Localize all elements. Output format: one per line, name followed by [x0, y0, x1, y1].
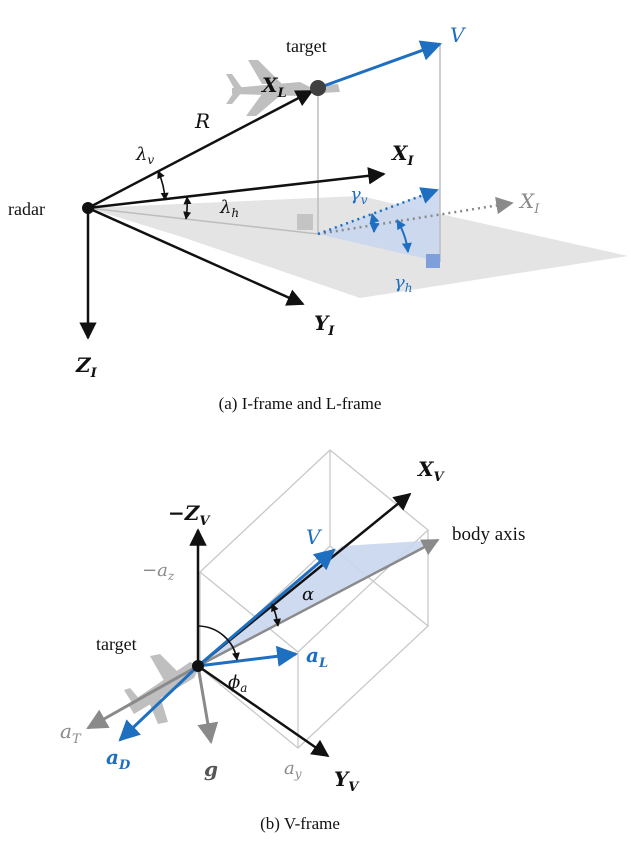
lambda-h-label: λh: [219, 197, 239, 220]
drag-accel-vector: [118, 664, 200, 742]
al-label: aL: [306, 643, 328, 671]
caption-b: (b) V-frame: [260, 814, 340, 833]
target-label-a: target: [286, 36, 327, 56]
target-point: [310, 80, 326, 96]
gamma-h-label: γh: [394, 272, 413, 295]
at-label: aT: [60, 719, 82, 747]
velocity-vector: [317, 40, 442, 90]
ay-label: ay: [284, 758, 302, 781]
right-angle-marker-blue: [426, 254, 440, 268]
radar-label: radar: [8, 199, 45, 219]
range-label: R: [194, 109, 210, 133]
phi-a-arc: [197, 625, 240, 661]
g-label: g: [204, 757, 218, 781]
xi-upper-label: XI: [390, 141, 415, 169]
body-axis-label: body axis: [452, 524, 525, 545]
figure-b: −ZV XV V body axis −az α target aL ϕa aT…: [60, 449, 525, 833]
minus-az-label: −az: [142, 560, 175, 583]
velocity-label-a: V: [450, 23, 467, 47]
radar-point: [82, 202, 94, 214]
thrust-accel-vector: [86, 664, 199, 730]
xi-right-label: XI: [518, 189, 540, 217]
zi-label: ZI: [75, 353, 98, 381]
yi-label: YI: [314, 311, 335, 339]
alpha-label: α: [302, 584, 314, 605]
yi-axis: [87, 206, 305, 306]
body-axis-line: [197, 538, 440, 668]
velocity-vector-b: [197, 548, 336, 668]
yv-label: YV: [334, 767, 360, 795]
right-angle-marker-gray: [297, 214, 313, 230]
gamma-v-arc: [369, 213, 380, 233]
yv-axis: [197, 664, 330, 758]
alpha-arc: [271, 603, 282, 627]
velocity-label-b: V: [306, 525, 323, 549]
target-label-b: target: [96, 634, 137, 654]
xl-label: XL: [260, 73, 287, 101]
target-aircraft-icon-b: [124, 654, 200, 724]
lambda-h-arc: [183, 196, 192, 220]
target-point-b: [192, 660, 204, 672]
minus-zv-label: −ZV: [168, 501, 211, 529]
xi-axis: [87, 167, 386, 210]
lambda-v-arc: [157, 170, 169, 201]
phi-a-label: ϕa: [228, 672, 247, 695]
ground-line: [87, 207, 319, 235]
xv-label: XV: [416, 457, 446, 485]
figure-a: target radar V XL R λv λh XI XI γv γh YI…: [8, 23, 628, 413]
ground-plane: [88, 196, 628, 298]
lift-accel-vector: [197, 645, 299, 668]
gamma-v-label: γv: [350, 184, 368, 207]
caption-a: (a) I-frame and L-frame: [219, 394, 382, 413]
lambda-v-label: λv: [135, 144, 154, 167]
ad-label: aD: [106, 745, 131, 773]
gamma-h-arc: [396, 219, 412, 253]
range-vector-r: [87, 89, 314, 210]
xi-dotted-axis: [317, 196, 514, 236]
gravity-vector: [196, 665, 219, 745]
